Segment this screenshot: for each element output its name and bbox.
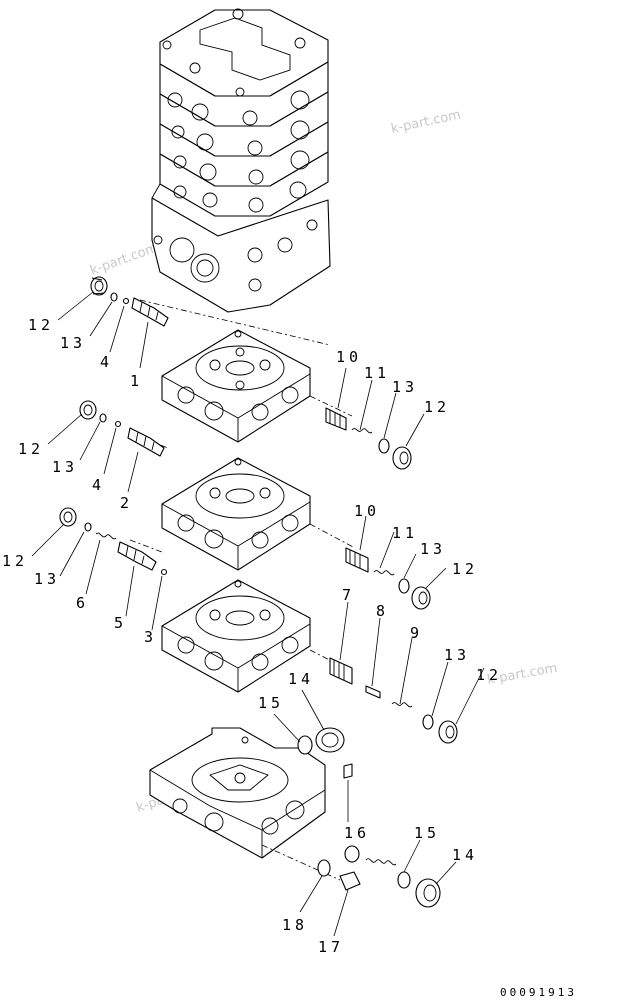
valve-section-2	[161, 457, 311, 571]
callout-8: 8	[376, 602, 389, 620]
callout-12: 12	[476, 666, 502, 684]
callout-14: 14	[452, 846, 478, 864]
callout-10: 10	[354, 502, 380, 520]
end-cover-section	[149, 727, 326, 859]
parts-group-section-3-left	[59, 507, 168, 576]
callout-4: 4	[92, 476, 105, 494]
drawing-code: 00091913	[500, 986, 577, 999]
leader-lines	[31, 291, 485, 937]
callout-labels: 12 13 4 1 10 11 13 12 12 13 4 2 10 11 13…	[2, 316, 502, 956]
parts-group-section-2-left	[79, 400, 165, 457]
callout-17: 17	[318, 938, 344, 956]
callout-16: 16	[344, 824, 370, 842]
callout-12: 12	[28, 316, 54, 334]
callout-12: 12	[18, 440, 44, 458]
callout-2: 2	[120, 494, 133, 512]
callout-13: 13	[444, 646, 470, 664]
callout-12: 12	[2, 552, 28, 570]
parts-group-section-2-right	[345, 547, 431, 610]
valve-section-3	[161, 579, 311, 693]
callout-12: 12	[452, 560, 478, 578]
parts-group-end-cover	[297, 727, 441, 908]
callout-13: 13	[392, 378, 418, 396]
callout-6: 6	[76, 594, 89, 612]
callout-3: 3	[144, 628, 157, 646]
callout-13: 13	[34, 570, 60, 588]
valve-section-1	[161, 329, 311, 443]
callout-13: 13	[60, 334, 86, 352]
callout-4: 4	[100, 353, 113, 371]
callout-14: 14	[288, 670, 314, 688]
callout-11: 11	[364, 364, 390, 382]
assembled-valve-stack	[151, 8, 331, 313]
parts-group-section-1-right	[325, 407, 412, 470]
callout-7: 7	[342, 586, 355, 604]
watermark-text: k-part.com	[88, 240, 160, 278]
callout-12: 12	[424, 398, 450, 416]
callout-1: 1	[130, 372, 143, 390]
parts-group-section-1-left	[90, 276, 169, 327]
callout-13: 13	[420, 540, 446, 558]
callout-5: 5	[114, 614, 127, 632]
parts-group-section-3-right	[329, 657, 458, 744]
callout-15: 15	[414, 824, 440, 842]
callout-13: 13	[52, 458, 78, 476]
callout-15: 15	[258, 694, 284, 712]
watermark-text: k-part.com	[390, 108, 462, 137]
callout-9: 9	[410, 624, 423, 642]
callout-18: 18	[282, 916, 308, 934]
callout-10: 10	[336, 348, 362, 366]
callout-11: 11	[392, 524, 418, 542]
